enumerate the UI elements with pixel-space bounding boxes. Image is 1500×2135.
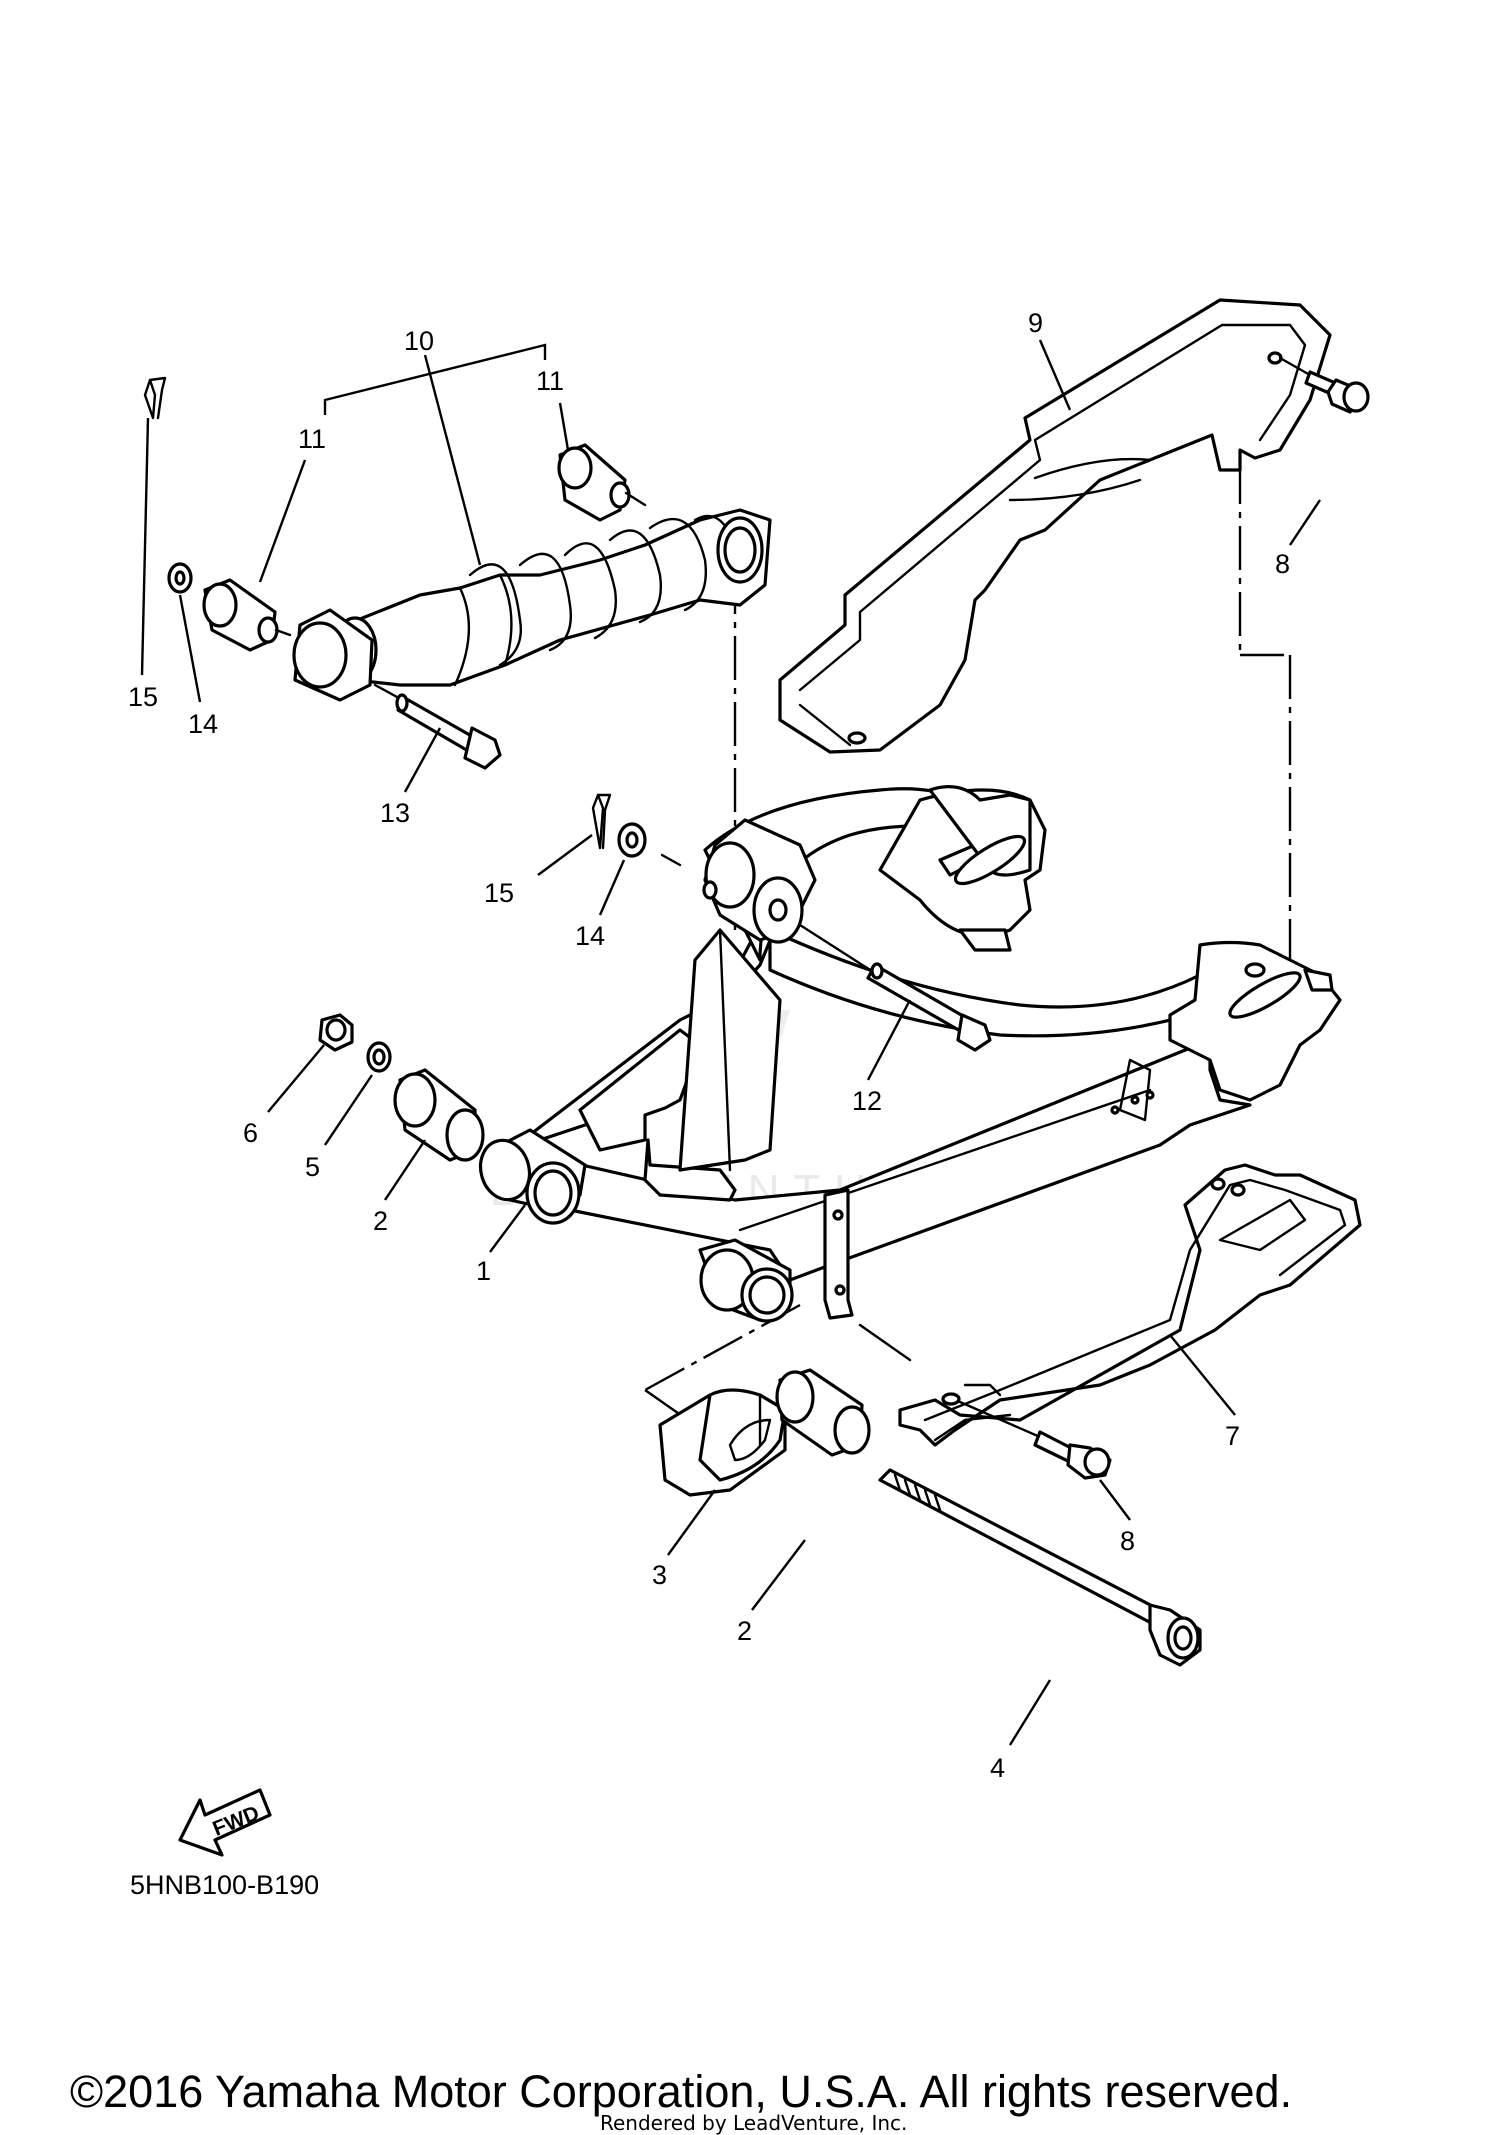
shock-mount [702, 818, 817, 944]
rendered-by-text: Rendered by LeadVenture, Inc. [600, 2111, 907, 2135]
chain-guard [778, 298, 1332, 754]
swingarm [478, 785, 1342, 1323]
callout-14-left: 14 [188, 709, 218, 739]
callout-3: 3 [652, 1560, 667, 1590]
callout-9: 9 [1028, 308, 1043, 338]
callout-10: 10 [404, 326, 434, 356]
callouts: 10 11 11 15 14 13 9 8 15 14 12 6 5 2 1 7… [128, 308, 1290, 1783]
diagram-code: 5HNB100-B190 [130, 1870, 319, 1900]
collar-left [202, 578, 292, 652]
callout-6: 6 [243, 1118, 258, 1148]
callout-13: 13 [380, 798, 410, 828]
washer-pin-mid [591, 793, 682, 867]
callout-15-left: 15 [128, 682, 158, 712]
pivot-collar [658, 1388, 787, 1497]
callout-4: 4 [990, 1753, 1005, 1783]
leader-lines [140, 339, 1321, 1746]
callout-2-upper: 2 [373, 1206, 388, 1236]
callout-7: 7 [1225, 1421, 1240, 1451]
washer-pin-left [143, 376, 193, 594]
bushing-lower [775, 1368, 871, 1457]
bolt-12 [798, 923, 992, 1052]
bolt-upper [1278, 356, 1370, 414]
callout-8-upper: 8 [1275, 549, 1290, 579]
callout-12: 12 [852, 1086, 882, 1116]
callout-11-upper: 11 [536, 366, 564, 396]
callout-8-lower: 8 [1120, 1526, 1135, 1556]
nut-washer-bushing [318, 1013, 485, 1162]
copyright-text: ©2016 Yamaha Motor Corporation, U.S.A. A… [70, 2066, 1292, 2117]
collar-upper [557, 443, 647, 522]
callout-14-mid: 14 [575, 921, 605, 951]
pivot-shaft [878, 1468, 1202, 1667]
callout-11-left: 11 [298, 424, 326, 454]
callout-15-mid: 15 [484, 878, 514, 908]
callout-1: 1 [476, 1256, 491, 1286]
callout-5: 5 [305, 1152, 320, 1182]
rear-shock [292, 508, 772, 702]
callout-2-lower: 2 [737, 1616, 752, 1646]
bolt-13 [373, 683, 502, 770]
chain-slider [858, 1163, 1362, 1447]
fwd-arrow-icon: FWD [178, 1788, 272, 1857]
bolt-lower [958, 1400, 1112, 1480]
